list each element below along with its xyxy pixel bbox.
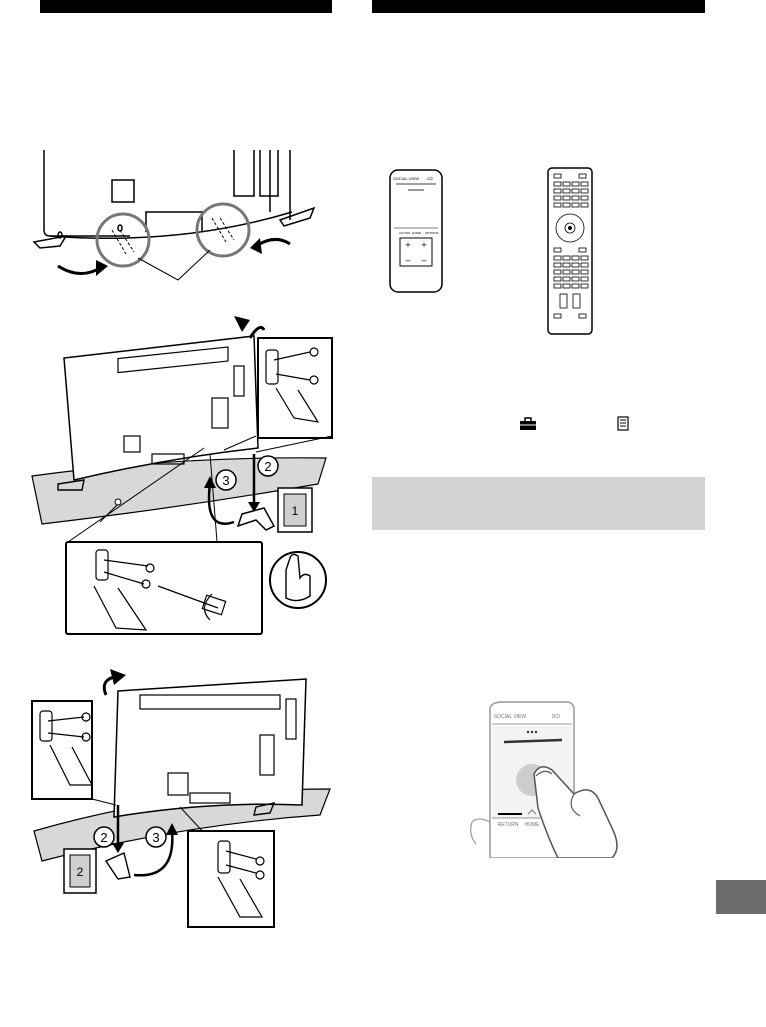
side-tab [716,880,766,914]
finger-remote-return: RETURN [498,822,519,828]
header-bar-right [372,0,705,13]
remote-social-view-label: SOCIAL VIEW [393,176,419,181]
stand-install-illustration-b: 2 2 3 [31,669,331,928]
finger-remote-home: HOME [525,822,541,828]
touchpad-finger-illustration: SOCIAL VIEW I/⏻ RETURN HOME [470,701,618,858]
header-bar-left [40,0,332,13]
label-card-2: 2 [77,865,84,879]
step-marker-3a: 3 [222,473,229,488]
remote-power-label: I/⏻ [427,176,433,181]
svg-text:–: – [421,255,426,265]
section-heading-box [372,477,705,530]
manual-icon [617,416,629,431]
svg-text:+: + [421,240,426,250]
hand-icon [285,553,311,602]
stand-install-illustration-a: 2 3 1 [31,316,333,635]
finger-remote-power: I/⏻ [552,713,560,720]
step-marker-2b: 2 [100,830,107,845]
touchpad-remote: SOCIAL VIEW I/⏻ ACTION HOME OPTIONS + + … [389,169,443,293]
step-marker-2a: 2 [264,459,271,474]
svg-text:–: – [405,255,410,265]
remote-button-home: HOME [412,231,421,235]
label-card-1: 1 [292,504,299,518]
standard-remote [547,167,593,335]
step-marker-3b: 3 [152,830,159,845]
toolbox-icon [520,417,536,430]
tv-bottom-illustration [32,150,316,281]
svg-text:+: + [405,240,410,250]
remote-button-action: ACTION [399,231,410,235]
remote-button-options: OPTIONS [425,231,439,235]
finger-remote-social-view: SOCIAL VIEW [494,714,527,720]
